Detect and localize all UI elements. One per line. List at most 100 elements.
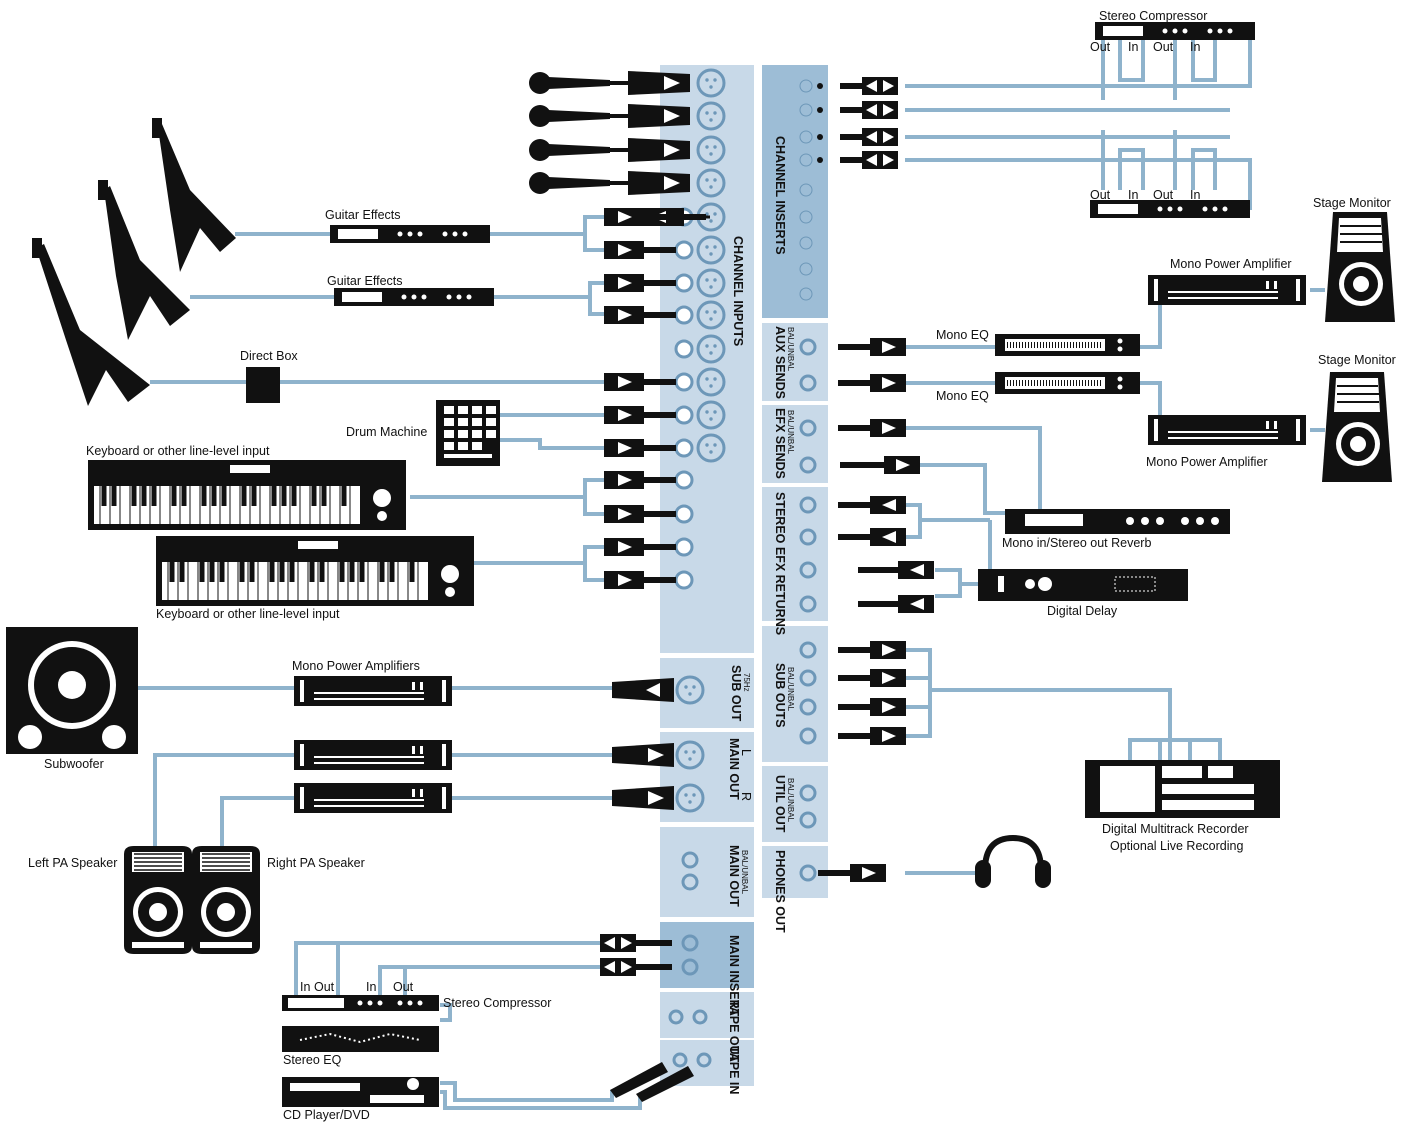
comp-in-4: In [1190,188,1200,202]
device-labels: Stereo Compressor Out In Out In Out In O… [28,9,1396,1122]
reverb-device [1005,509,1230,534]
sub-out-freq: 75Hz [742,673,751,692]
cd-player-device [282,1077,439,1107]
stage-monitor-1 [1324,211,1396,323]
channel-inserts-label: CHANNEL INSERTS [773,136,787,255]
right-panel-jacks [668,79,817,1068]
multitrack-recorder-device [1085,760,1280,818]
mono-eq-label-1: Mono EQ [936,328,989,342]
channel-inserts-panel [762,65,828,318]
guitar-effects-2 [334,288,494,306]
mono-power-amps [294,676,452,813]
drum-machine-icon [436,400,500,466]
bottom-comp-out-1: Out [314,980,335,994]
left-pa-speaker [123,845,193,955]
mono-eq-2 [995,372,1140,394]
guitar-3-icon [36,244,150,406]
right-pa-label: Right PA Speaker [267,856,365,870]
keyboard-label-bottom: Keyboard or other line-level input [156,607,340,621]
stereo-compressor-top-device [1095,22,1255,40]
output-xlr-plugs [612,678,674,810]
subwoofer-icon [6,627,138,754]
tape-out-label: TAPE OUT [727,1000,741,1063]
main-out-bal-label: MAIN OUT [727,845,741,907]
left-pa-label: Left PA Speaker [28,856,117,870]
mono-power-amplifiers-label: Mono Power Amplifiers [292,659,420,673]
cables [138,40,1325,1110]
subwoofer-label: Subwoofer [44,757,104,771]
sub-outs-panel [762,626,828,762]
comp-out-4: Out [1153,188,1174,202]
bottom-comp-out-2: Out [393,980,414,994]
stage-monitor-label-2: Stage Monitor [1318,353,1396,367]
guitar-effects-label-1: Guitar Effects [325,208,401,222]
stereo-compressor-bottom-label: Stereo Compressor [443,996,551,1010]
util-out-label: UTIL OUT [773,775,787,833]
comp-in-2: In [1190,40,1200,54]
aux-sends-label: AUX SENDS [773,326,787,399]
stage-monitor-label-1: Stage Monitor [1313,196,1391,210]
guitar-effects-label-2: Guitar Effects [327,274,403,288]
stereo-compressor-second-device [1090,200,1250,218]
main-out-lr-label: MAIN OUT [727,738,741,800]
stereo-efx-returns-label: STEREO EFX RETURNS [773,492,787,635]
util-out-panel [762,766,828,842]
digital-delay-device [978,569,1188,601]
comp-out-2: Out [1153,40,1174,54]
sub-outs-sub: BAL/UNBAL [786,667,795,712]
efx-sends-panel [762,405,828,483]
keyboard-2-icon [156,536,474,606]
stereo-eq-device [282,1026,439,1052]
phones-out-label: PHONES OUT [773,850,787,933]
phones-out-panel [762,846,828,898]
mono-power-amp-label-1: Mono Power Amplifier [1170,257,1292,271]
direct-box-label: Direct Box [240,349,298,363]
aux-sends-panel [762,323,828,401]
main-out-r: R [739,792,753,801]
mono-power-amp-bottom [1148,415,1306,445]
stereo-efx-returns-panel [762,487,828,621]
main-insert-label: MAIN INSERT [727,935,741,1017]
main-out-bal-panel [660,827,754,917]
efx-sends-sub: BAL/UNBAL [786,410,795,455]
tape-in-label: TAPE IN [727,1046,741,1094]
mono-power-amp-label-2: Mono Power Amplifier [1146,455,1268,469]
guitar-2-icon [104,186,190,340]
headphones-icon [975,834,1051,888]
bottom-comp-in-1: In [300,980,310,994]
comp-in-1: In [1128,40,1138,54]
output-xlr-jacks [675,675,705,813]
keyboard-1-icon [88,460,406,530]
cd-player-label: CD Player/DVD [283,1108,370,1122]
guitar-effects-1 [330,225,490,243]
drum-machine-label: Drum Machine [346,425,427,439]
sub-out-panel [660,658,754,728]
guitar-1-icon [158,124,236,272]
stage-monitor-2 [1321,371,1393,483]
comp-out-1: Out [1090,40,1111,54]
stereo-eq-label: Stereo EQ [283,1053,342,1067]
digital-delay-label: Digital Delay [1047,604,1118,618]
panel-labels: CHANNEL INPUTS CHANNEL INSERTS AUX SENDS… [727,136,795,1094]
input-plugs-simple [604,208,676,589]
recorder-label-1: Digital Multitrack Recorder [1102,822,1249,836]
microphones [529,72,636,194]
main-out-l: L [739,749,753,756]
direct-box-icon [246,367,280,403]
reverb-label: Mono in/Stereo out Reverb [1002,536,1151,550]
sub-outs-label: SUB OUTS [773,663,787,728]
mono-eq-label-2: Mono EQ [936,389,989,403]
stereo-compressor-top-label: Stereo Compressor [1099,9,1207,23]
guitars [32,118,236,406]
stereo-compressor-bottom-device [282,995,439,1011]
comp-in-3: In [1128,188,1138,202]
efx-sends-label: EFX SENDS [773,408,787,479]
recorder-label-2: Optional Live Recording [1110,839,1243,853]
bottom-comp-in-2: In [366,980,376,994]
aux-sends-sub: BAL/UNBAL [786,327,795,372]
util-out-sub: BAL/UNBAL [786,778,795,823]
keyboard-label-top: Keyboard or other line-level input [86,444,270,458]
main-out-lr-panel [660,732,754,822]
sub-out-label: SUB OUT [729,665,743,722]
